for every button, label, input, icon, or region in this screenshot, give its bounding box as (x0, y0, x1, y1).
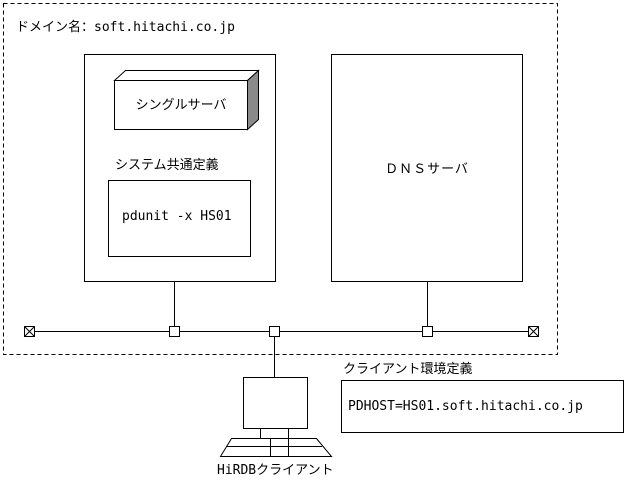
dns-server-box (331, 54, 523, 282)
system-definition-title: システム共通定義 (115, 158, 219, 173)
client-computer-icon (219, 377, 333, 457)
left-terminator (24, 326, 35, 337)
single-server-box (114, 80, 248, 130)
right-terminator (528, 326, 539, 337)
server-node (169, 326, 180, 337)
domain-label: ドメイン名：soft.hitachi.co.jp (16, 20, 235, 36)
dns-node (422, 326, 433, 337)
client-env-definition-box (341, 380, 624, 433)
single-server-box-top (113, 70, 260, 81)
single-server-label: シングルサーバ (135, 98, 227, 113)
domain-label-prefix: ドメイン名： (16, 20, 95, 35)
system-definition-box (108, 180, 251, 257)
client-env-definition-value: PDHOST=HS01.soft.hitachi.co.jp (348, 399, 583, 414)
domain-name: soft.hitachi.co.jp (94, 20, 235, 35)
dns-server-label: ＤＮＳサーバ (385, 162, 469, 177)
client-label: HiRDBクライアント (217, 463, 334, 478)
domain-boundary (3, 3, 558, 355)
system-definition-command: pdunit -x HS01 (122, 209, 232, 224)
single-server-box-side (247, 69, 259, 131)
client-env-definition-title: クライアント環境定義 (343, 362, 473, 377)
client-node (269, 326, 280, 337)
